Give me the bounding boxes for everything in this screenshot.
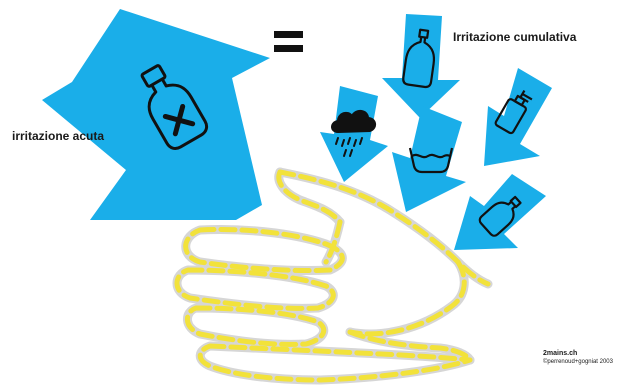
cumulative-arrow-detergent xyxy=(454,174,546,250)
acute-irritation-label: irritazione acuta xyxy=(12,129,104,143)
credit-site: 2mains.ch xyxy=(543,350,577,357)
credit-copyright: ©perrenoud+gogniat 2003 xyxy=(543,359,613,365)
cumulative-arrow-pump xyxy=(484,68,552,166)
cumulative-arrow-basin xyxy=(392,106,466,212)
equals-sign xyxy=(274,31,303,52)
cumulative-arrow-rain xyxy=(320,86,388,182)
cumulative-irritation-label: Irritazione cumulativa xyxy=(453,30,576,44)
cumulative-arrow-spray xyxy=(382,14,460,118)
